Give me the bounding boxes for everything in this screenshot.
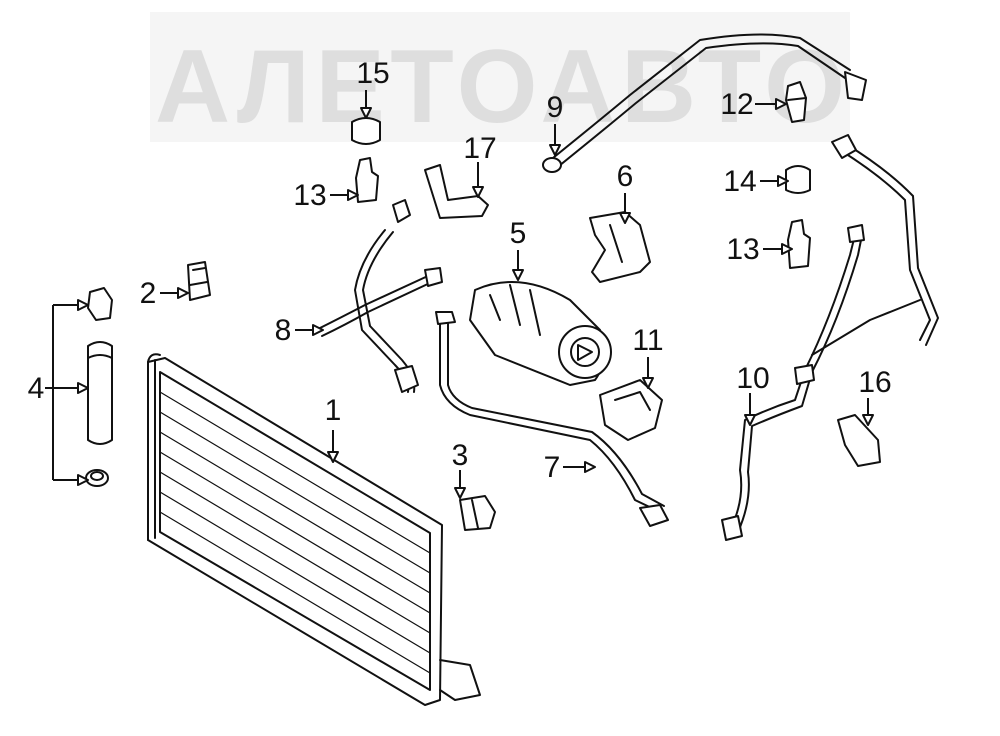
- callout-label: 9: [547, 91, 564, 124]
- callout-label: 15: [356, 57, 389, 90]
- callout-10: 10: [736, 362, 770, 426]
- line-bracket-left: [424, 164, 489, 219]
- callout-label: 3: [452, 439, 469, 472]
- receiver-drier-cartridge: [87, 341, 113, 445]
- receiver-drier-cap: [87, 287, 113, 321]
- condenser: [147, 353, 481, 706]
- callout-13-left: 13: [293, 179, 359, 212]
- line-bracket-right: [837, 414, 881, 467]
- callout-label: 7: [544, 451, 561, 484]
- callout-7: 7: [544, 451, 596, 484]
- callout-14: 14: [723, 165, 789, 198]
- service-valve-right: [787, 219, 811, 269]
- callout-1: 1: [325, 394, 342, 463]
- watermark-text: АЛЕТОАВТО: [155, 29, 845, 145]
- callout-label: 11: [632, 324, 663, 357]
- compressor-bracket: [589, 211, 651, 283]
- callout-4: 4: [28, 299, 89, 486]
- hose-bracket: [599, 379, 663, 441]
- callout-label: 6: [617, 160, 634, 193]
- suction-line-assembly: [721, 134, 939, 541]
- pressure-sensor: [785, 81, 807, 123]
- callout-8: 8: [275, 314, 324, 347]
- bracket-clip: [187, 261, 211, 301]
- callout-label: 13: [293, 179, 326, 212]
- callout-label: 8: [275, 314, 292, 347]
- callout-5: 5: [510, 217, 527, 281]
- watermark-logo: АЛЕТОАВТО: [150, 12, 850, 145]
- callout-17: 17: [463, 132, 497, 198]
- ac-compressor: [469, 281, 612, 386]
- callout-9: 9: [547, 91, 564, 156]
- callout-6: 6: [617, 160, 634, 224]
- callout-11: 11: [632, 324, 664, 389]
- callout-label: 17: [463, 132, 496, 165]
- callout-12: 12: [720, 88, 787, 121]
- callout-3: 3: [452, 439, 469, 499]
- valve-cap-left: [351, 117, 381, 145]
- valve-cap-right: [785, 165, 811, 194]
- liquid-line: [542, 33, 867, 173]
- callout-label: 14: [723, 165, 756, 198]
- callout-label: 10: [736, 362, 769, 395]
- service-valve-left: [355, 157, 379, 203]
- callout-15: 15: [356, 57, 390, 119]
- suction-hose: [319, 199, 443, 393]
- callout-13-right: 13: [726, 233, 793, 266]
- callout-label: 12: [720, 88, 753, 121]
- callout-2: 2: [140, 277, 189, 310]
- callout-16: 16: [858, 366, 892, 426]
- receiver-drier-ring: [85, 469, 109, 487]
- callout-label: 1: [325, 394, 342, 427]
- callout-label: 16: [858, 366, 891, 399]
- block-fitting: [459, 495, 496, 531]
- discharge-hose: [435, 311, 669, 527]
- callout-label: 4: [28, 372, 45, 405]
- callout-label: 5: [510, 217, 527, 250]
- callout-label: 13: [726, 233, 759, 266]
- callout-label: 2: [140, 277, 157, 310]
